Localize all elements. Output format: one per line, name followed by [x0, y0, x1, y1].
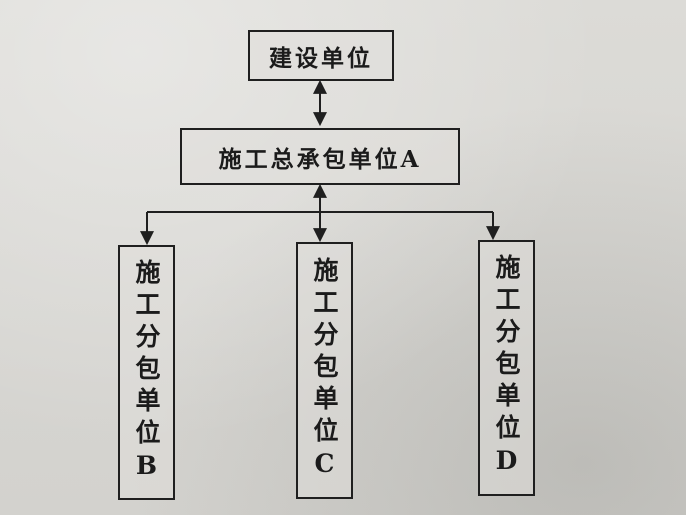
- node-general-contractor: 施工总承包单位A: [180, 128, 460, 185]
- node-general-contractor-label: 施工总承包单位A: [218, 145, 422, 173]
- node-construction-unit-label: 建设单位: [269, 44, 373, 72]
- node-subcontractor-c: 施工分包单位C: [296, 242, 353, 499]
- node-construction-unit: 建设单位: [248, 30, 394, 81]
- node-subcontractor-b-label: 施工分包单位B: [132, 258, 161, 487]
- node-subcontractor-d-label: 施工分包单位D: [492, 254, 521, 482]
- node-subcontractor-c-label: 施工分包单位C: [310, 256, 339, 485]
- node-subcontractor-b: 施工分包单位B: [118, 245, 175, 500]
- node-subcontractor-d: 施工分包单位D: [478, 240, 535, 496]
